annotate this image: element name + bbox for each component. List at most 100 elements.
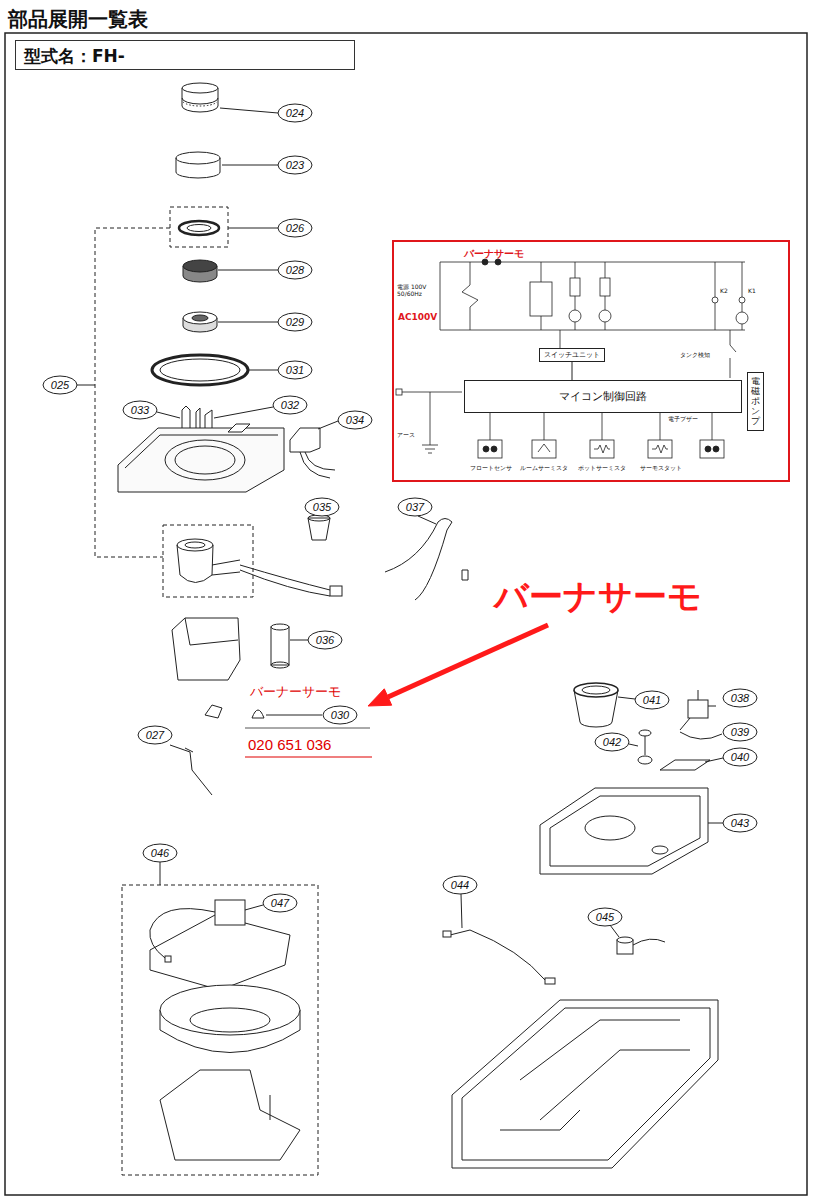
callout-circle (635, 691, 669, 709)
part-figure (165, 440, 245, 480)
circuit-wiring (530, 282, 552, 316)
callout-number: 036 (316, 635, 334, 646)
callout-number: 037 (406, 502, 424, 513)
part-figure (610, 925, 619, 937)
part-figure (150, 909, 215, 958)
part-figure (177, 539, 213, 551)
callout-circle (143, 844, 177, 862)
part-figure (443, 931, 451, 937)
circuit-wiring (739, 297, 745, 303)
part-figure (385, 519, 452, 601)
part-figure (77, 83, 723, 1175)
circuit-label: K2 (720, 288, 728, 295)
part-name-highlight: バーナサーモ (494, 574, 702, 620)
part-figure (540, 788, 708, 874)
part-figure (629, 744, 638, 746)
part-figure (214, 407, 273, 418)
callout-number: 025 (51, 380, 69, 391)
circuit-wiring (491, 446, 497, 452)
part-figure (305, 452, 335, 470)
part-figure (218, 322, 278, 323)
part-figure (185, 618, 238, 645)
callout-number: 029 (286, 317, 304, 328)
callout-circle (278, 261, 312, 279)
part-figure (172, 618, 240, 680)
circuit-wiring (652, 445, 668, 453)
part-figure (318, 421, 338, 429)
part-figure (680, 732, 722, 739)
part-figure (187, 225, 211, 232)
part-figure (652, 846, 668, 854)
part-figure (462, 570, 468, 580)
callout-number: 043 (731, 818, 749, 829)
circuit-label: アース (397, 432, 415, 439)
circuit-wiring (532, 440, 556, 458)
part-figure (160, 862, 161, 885)
circuit-wiring (590, 440, 614, 458)
circuit-wiring (713, 446, 719, 452)
part-figure (582, 686, 610, 694)
callout-circle (323, 706, 357, 724)
part-figure (170, 745, 212, 795)
part-figure (205, 705, 222, 718)
circuit-wiring (705, 446, 711, 452)
part-figure (330, 586, 342, 596)
part-figure (95, 228, 170, 557)
callout-circle (305, 498, 339, 516)
part-figure (245, 905, 263, 910)
callout-number: 032 (281, 400, 299, 411)
callout-number: 035 (313, 502, 331, 513)
part-figure (500, 1110, 580, 1130)
part-figure (228, 424, 250, 432)
part-figure (550, 796, 700, 866)
callout-number: 028 (286, 265, 304, 276)
callout-circle (278, 313, 312, 331)
part-figure (633, 939, 665, 945)
callout-number: 024 (286, 108, 304, 119)
callout-circles (43, 104, 757, 926)
callout-circle (595, 733, 629, 751)
circuit-wiring (538, 444, 550, 452)
part-figure (222, 165, 278, 166)
part-name: バーナーサーモ (250, 683, 341, 701)
circuit-label: サーモスタット (640, 465, 682, 472)
callout-number: 039 (731, 727, 749, 738)
part-figure (708, 823, 723, 824)
circuit-wiring (700, 440, 724, 458)
model-box: 型式名：FH- (15, 40, 355, 70)
control-box: マイコン制御回路 (464, 380, 742, 413)
callout-number: 045 (596, 912, 614, 923)
part-figure (271, 624, 289, 630)
part-figure (185, 542, 205, 548)
callout-circle (278, 156, 312, 174)
part-figure (150, 915, 290, 990)
box-text: 型式名：FH- (24, 45, 346, 68)
part-figure (240, 570, 330, 596)
circuit-wiring (483, 446, 489, 452)
part-figure (152, 355, 248, 385)
circuit-panel: バーナサーモAC100Vマイコン制御回路電磁ポンプスイッチユニット (392, 240, 790, 482)
red-arrow (368, 689, 392, 706)
part-figure (176, 152, 220, 164)
circuit-wiring (594, 445, 610, 453)
part-figure (228, 228, 278, 229)
part-figure (77, 385, 95, 386)
part-figure (660, 760, 710, 770)
part-figure (680, 690, 716, 730)
callout-number: 031 (286, 365, 304, 376)
box-text: マイコン制御回路 (471, 389, 735, 404)
part-figure (574, 683, 618, 697)
callout-circle (278, 219, 312, 237)
part-figure (185, 748, 193, 752)
callout-number: 038 (731, 693, 749, 704)
circuit-label: K1 (748, 288, 756, 295)
callout-circle (723, 723, 757, 741)
circuit-wiring (422, 392, 438, 453)
page-frame (5, 33, 807, 1195)
part-figure (618, 697, 635, 699)
sheet-title: 部品展開一覧表 (8, 6, 148, 33)
circuit-wiring (600, 278, 610, 296)
part-figure (179, 221, 219, 235)
circuit-wiring (482, 259, 488, 265)
